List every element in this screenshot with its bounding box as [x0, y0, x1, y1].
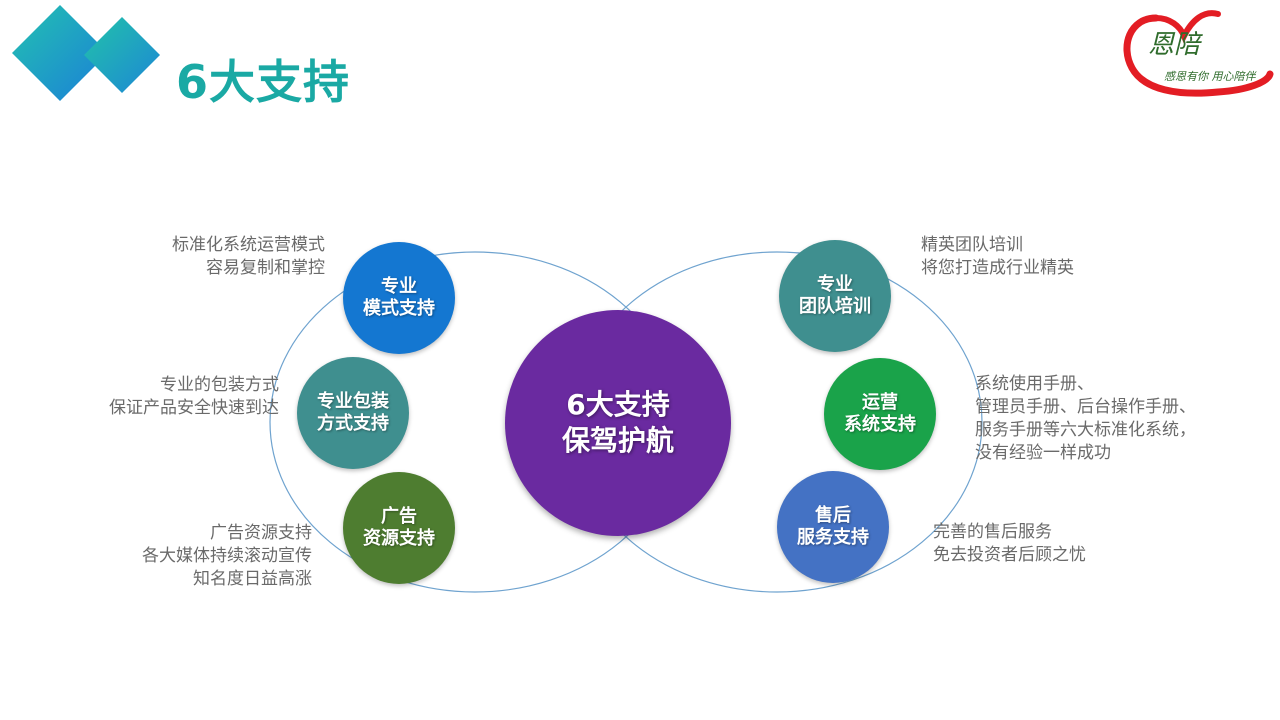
node-label-line2: 模式支持 [363, 298, 435, 319]
node-mode-support: 专业 模式支持 [343, 242, 455, 354]
desc-line: 专业的包装方式 [160, 375, 279, 395]
desc-line: 保证产品安全快速到达 [109, 398, 279, 418]
desc-mode-support: 标准化系统运营模式 容易复制和掌控 [172, 234, 325, 280]
node-operation-system: 运营 系统支持 [824, 358, 936, 470]
logo-name: 恩陪 [1148, 30, 1201, 60]
desc-line: 广告资源支持 [210, 523, 312, 543]
center-line-2: 保驾护航 [561, 424, 674, 457]
desc-line: 标准化系统运营模式 [172, 235, 325, 255]
desc-line: 将您打造成行业精英 [921, 258, 1074, 278]
node-label-line1: 售后 [815, 505, 851, 526]
desc-line: 管理员手册、后台操作手册、 [975, 397, 1196, 417]
desc-packaging-support: 专业的包装方式 保证产品安全快速到达 [109, 374, 279, 420]
desc-line: 容易复制和掌控 [206, 258, 325, 278]
page-title: 6大支持 [176, 55, 351, 109]
node-label-line1: 运营 [862, 392, 898, 413]
node-label-line1: 专业 [817, 274, 853, 295]
desc-line: 服务手册等六大标准化系统， [975, 420, 1196, 440]
node-label-line1: 广告 [381, 506, 417, 527]
desc-team-training: 精英团队培训 将您打造成行业精英 [921, 234, 1074, 280]
desc-line: 精英团队培训 [921, 235, 1023, 255]
node-packaging-support: 专业包装 方式支持 [297, 357, 409, 469]
desc-line: 知名度日益高涨 [193, 569, 312, 589]
node-label-line1: 专业 [381, 276, 417, 297]
node-label-line2: 团队培训 [799, 296, 871, 317]
desc-advertising-support: 广告资源支持 各大媒体持续滚动宣传 知名度日益高涨 [142, 522, 312, 591]
node-advertising-support: 广告 资源支持 [343, 472, 455, 584]
node-label-line2: 系统支持 [844, 414, 916, 435]
diamond-decoration [12, 5, 160, 101]
logo: 恩陪 感恩有你 用心陪伴 [1118, 4, 1278, 104]
desc-line: 完善的售后服务 [933, 522, 1052, 542]
node-team-training: 专业 团队培训 [779, 240, 891, 352]
node-label-line2: 方式支持 [317, 413, 389, 434]
desc-line: 各大媒体持续滚动宣传 [142, 546, 312, 566]
node-after-sales: 售后 服务支持 [777, 471, 889, 583]
heart-icon [1123, 10, 1274, 97]
logo-slogan: 感恩有你 用心陪伴 [1164, 70, 1256, 83]
center-circle: 6大支持 保驾护航 [505, 310, 731, 536]
node-label-line2: 服务支持 [797, 527, 869, 548]
desc-line: 没有经验一样成功 [975, 443, 1111, 463]
node-label-line1: 专业包装 [317, 391, 389, 412]
desc-after-sales: 完善的售后服务 免去投资者后顾之忧 [933, 521, 1086, 567]
desc-line: 系统使用手册、 [975, 374, 1094, 394]
node-label-line2: 资源支持 [363, 528, 435, 549]
desc-line: 免去投资者后顾之忧 [933, 545, 1086, 565]
center-line-1: 6大支持 [566, 388, 670, 421]
desc-operation-system: 系统使用手册、 管理员手册、后台操作手册、 服务手册等六大标准化系统， 没有经验… [975, 373, 1196, 465]
